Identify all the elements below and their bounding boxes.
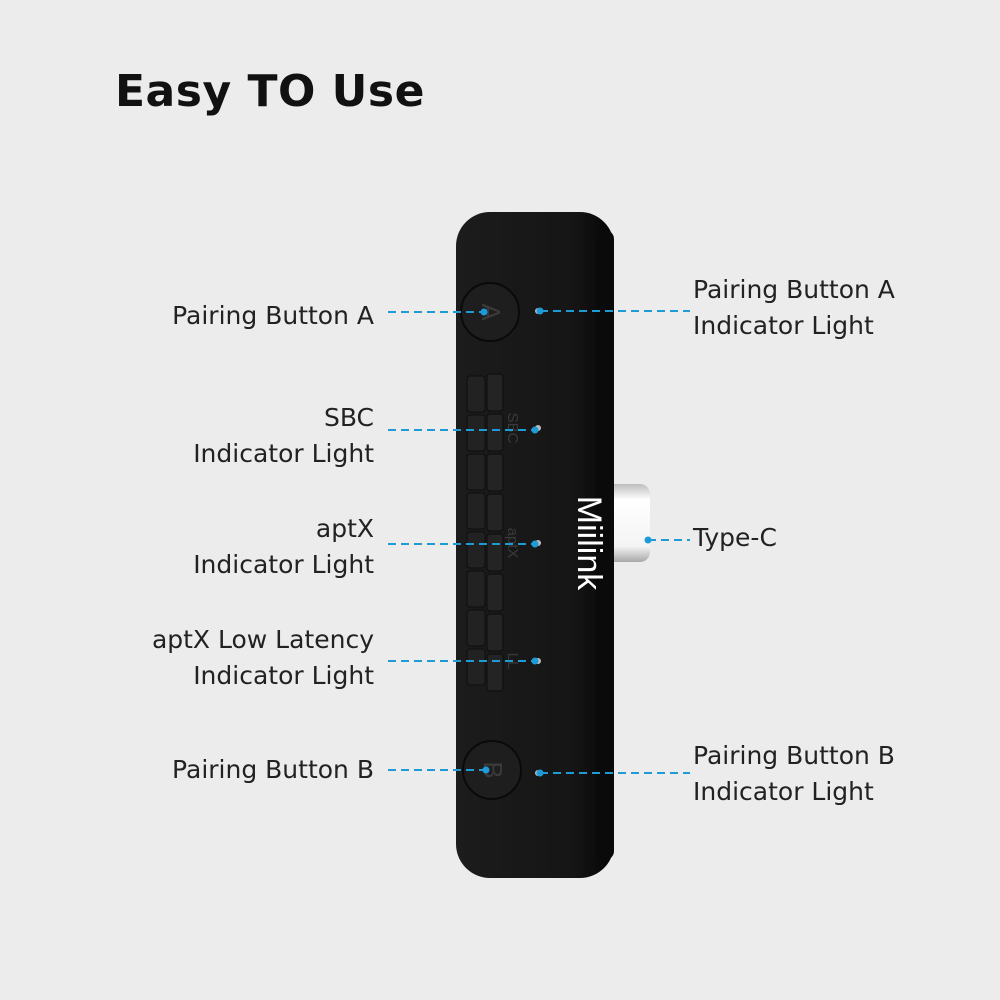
label-text: Pairing Button B [172,755,374,784]
label-text: Pairing Button A [172,301,374,330]
leader-lines [388,307,690,777]
label-pairing-button-a: Pairing Button A [172,298,374,334]
grille-cell [466,492,486,530]
button-b-letter: B [478,761,508,778]
label-sbc-indicator: SBC Indicator Light [193,400,374,472]
grille-cell [466,453,486,491]
leader-dot [536,769,544,777]
grille-cell [466,570,486,608]
label-pairing-b-light: Pairing Button B Indicator Light [693,738,895,810]
label-text: Indicator Light [193,661,374,690]
leader-dot [536,307,544,315]
label-text: Indicator Light [193,439,374,468]
leader-dot [531,540,539,548]
label-text: Indicator Light [193,550,374,579]
grille-cell [486,453,504,492]
leader-dot [482,766,490,774]
grille-cell [486,573,504,612]
sbc-mark: SBC [504,413,521,444]
grille-cell [466,375,486,413]
leader-dot [644,536,652,544]
label-type-c: Type-C [693,520,777,556]
grille-cell [466,648,486,686]
page-title: Easy TO Use [115,66,425,117]
leader-dot [531,657,539,665]
grille-cell [466,414,486,452]
grille-cell [486,373,504,412]
label-text: Indicator Light [693,311,874,340]
grille-cell [466,531,486,569]
grille-cell [486,493,504,532]
pairing-button-b [462,740,522,800]
grille-cell [466,609,486,647]
label-pairing-a-light: Pairing Button A Indicator Light [693,272,895,344]
grille-cell [486,613,504,652]
label-text: Pairing Button A [693,275,895,304]
label-text: aptX [315,514,374,543]
label-text: Indicator Light [693,777,874,806]
leader-dot [531,426,539,434]
grille-cell [486,413,504,452]
leader-dot [480,308,488,316]
brand-logo: Miilink [570,496,608,591]
grille-cell [486,533,504,572]
grille-cell [486,653,504,692]
label-text: SBC [323,403,374,432]
label-pairing-button-b: Pairing Button B [172,752,374,788]
speaker-grille [466,373,504,692]
label-text: aptX Low Latency [151,625,374,654]
button-a-letter: A [476,303,506,321]
label-aptx-indicator: aptX Indicator Light [193,511,374,583]
label-text: Pairing Button B [693,741,895,770]
label-text: Type-C [693,523,777,552]
